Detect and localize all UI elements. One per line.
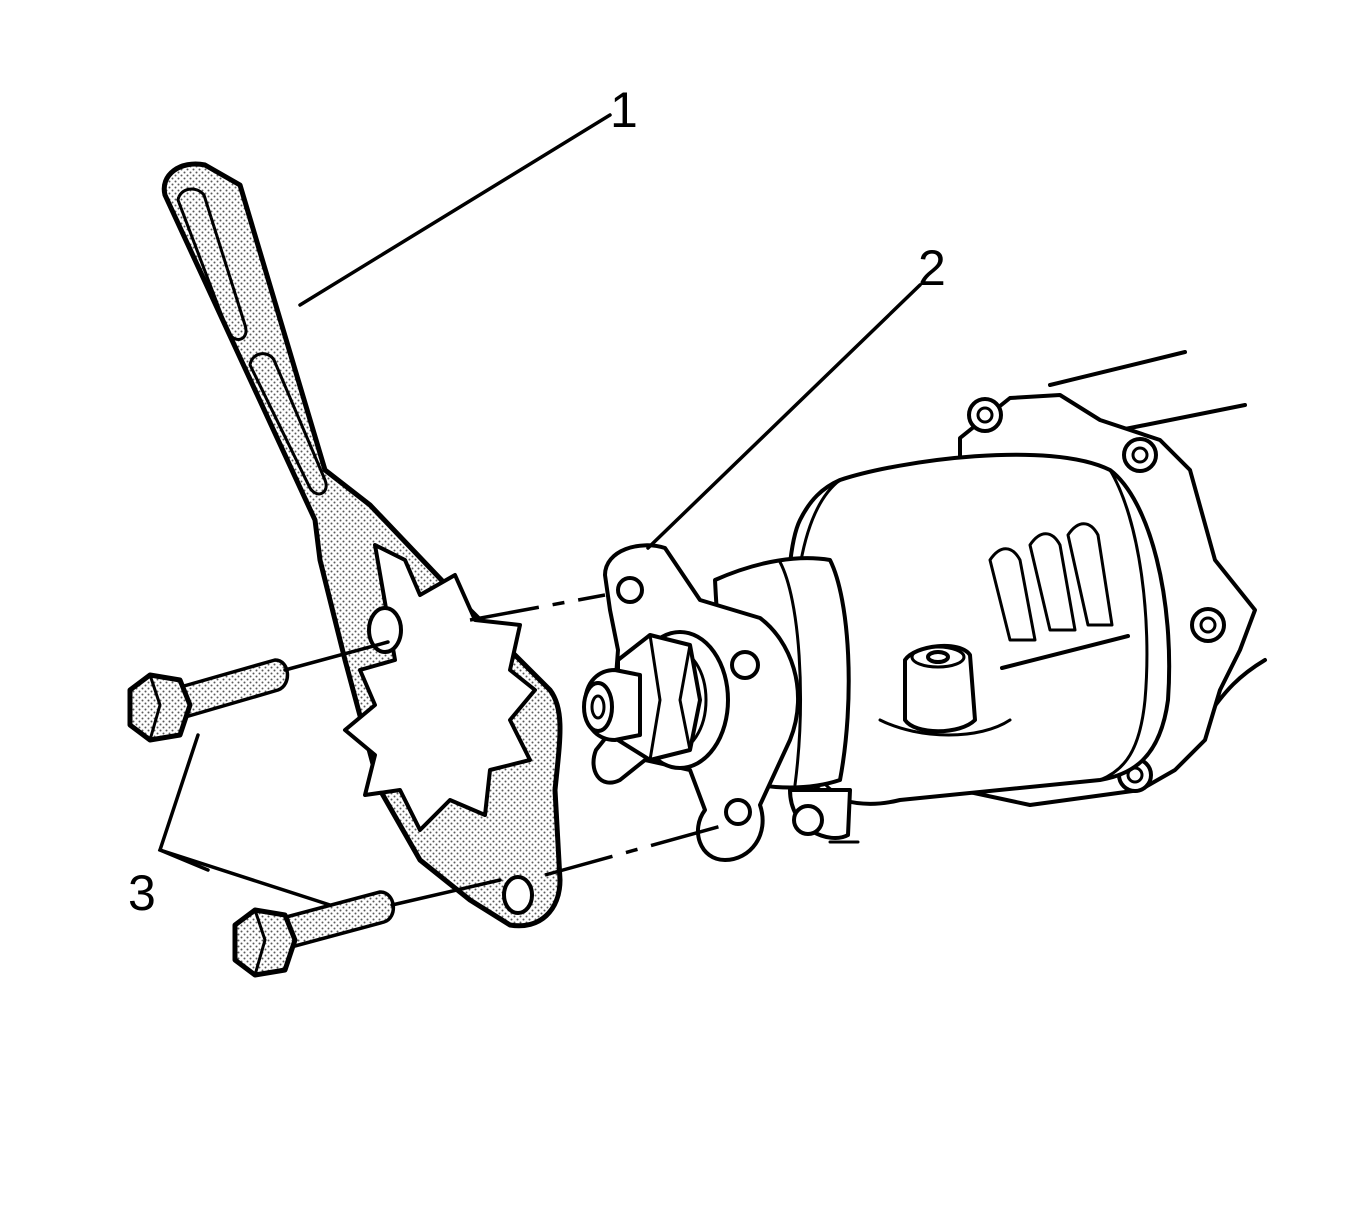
- alignment-lines: [283, 593, 726, 907]
- bolt-lower: [232, 890, 395, 978]
- transmission-housing: [582, 350, 1267, 862]
- callout-3-label: 3: [128, 865, 156, 921]
- callout-leaders: [157, 113, 922, 907]
- callout-1-label: 1: [610, 82, 638, 138]
- housing-slots: [988, 522, 1114, 642]
- callout-2-label: 2: [918, 240, 946, 296]
- flange-holding-tool: [161, 161, 563, 929]
- bolt-upper: [127, 658, 290, 743]
